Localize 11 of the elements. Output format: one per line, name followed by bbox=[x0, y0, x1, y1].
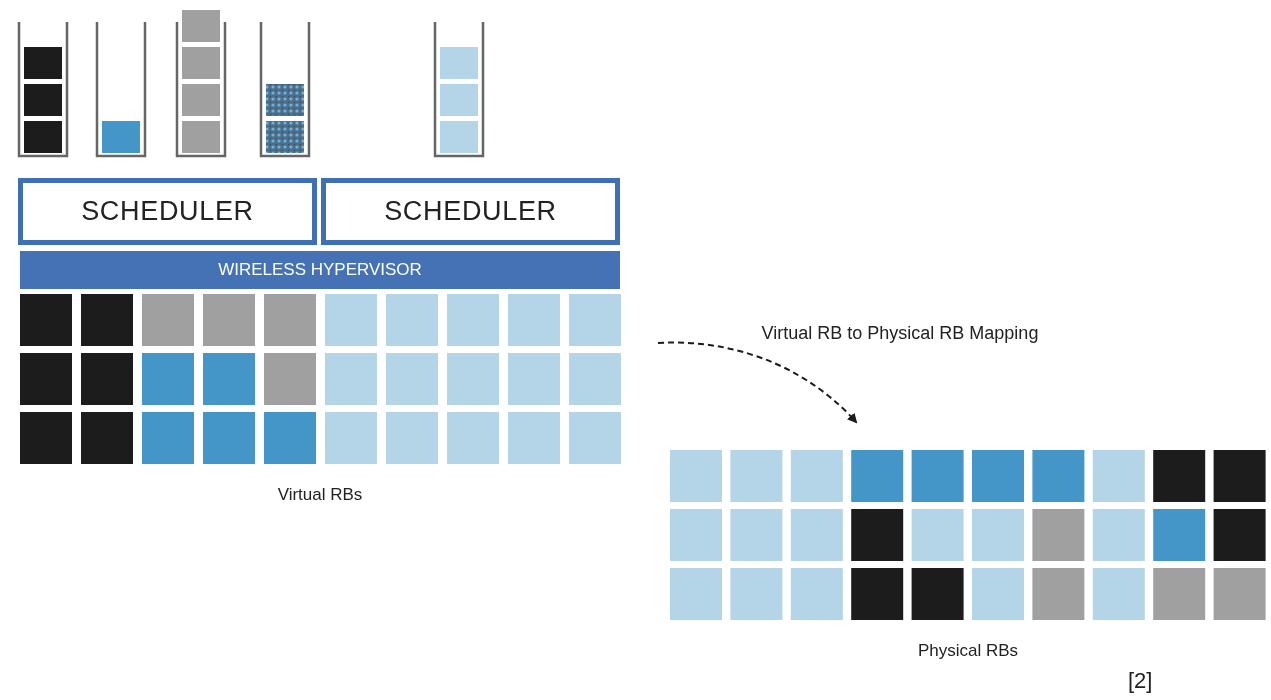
scheduler-box bbox=[321, 178, 620, 245]
hypervisor-band bbox=[20, 251, 620, 289]
dashed-arrow bbox=[657, 341, 858, 424]
hypervisor-label: WIRELESS HYPERVISOR bbox=[218, 259, 422, 282]
scheduler-box bbox=[18, 178, 317, 245]
grid-caption: Physical RBs bbox=[917, 640, 1019, 662]
scheduler-label: SCHEDULER bbox=[384, 195, 557, 229]
grid-caption: Virtual RBs bbox=[277, 484, 363, 506]
citation-label: [2] bbox=[1128, 667, 1153, 695]
scheduler-label: SCHEDULER bbox=[81, 195, 254, 229]
edge-label: Virtual RB to Physical RB Mapping bbox=[760, 322, 1040, 345]
